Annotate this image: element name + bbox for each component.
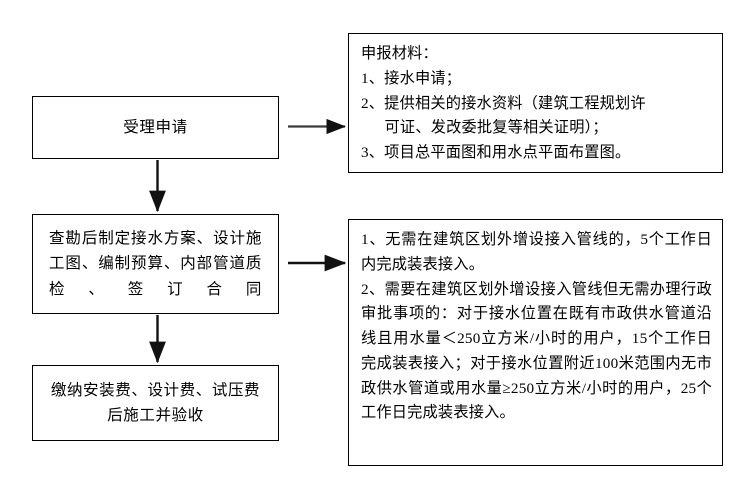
annotation-box-timelines[interactable]: 1、无需在建筑区划外增设接入管线的，5个工作日内完成装表接入。 2、需要在建筑区… xyxy=(348,219,723,466)
materials-item-3: 3、项目总平面图和用水点平面布置图。 xyxy=(361,144,631,162)
flowchart-node-payment-construction[interactable]: 缴纳安装费、设计费、试压费后施工并验收 xyxy=(32,365,279,441)
flowchart-node-plan-design[interactable]: 查勘后制定接水方案、设计施工图、编制预算、内部管道质检、签订合同 xyxy=(32,214,279,314)
node-label-payment-construction: 缴纳安装费、设计费、试压费后施工并验收 xyxy=(50,381,261,424)
annotation-box-materials[interactable]: 申报材料： 1、接水申请； 2、提供相关的接水资料（建筑工程规划许 可证、发改委… xyxy=(348,33,723,173)
materials-item-1: 1、接水申请； xyxy=(361,69,462,87)
timelines-item-2: 2、需要在建筑区划外增设接入管线但无需办理行政审批事项的：对于接水位置在既有市政… xyxy=(361,280,712,422)
materials-item-2-line-2: 可证、发改委批复等相关证明）； xyxy=(384,119,608,137)
node-label-plan-design: 查勘后制定接水方案、设计施工图、编制预算、内部管道质检、签订合同 xyxy=(49,230,262,298)
materials-heading: 申报材料： xyxy=(361,45,438,62)
materials-item-2-line-1: 2、提供相关的接水资料（建筑工程规划许 xyxy=(361,94,646,112)
node-label-accept-application: 受理申请 xyxy=(123,118,188,136)
flowchart-node-accept-application[interactable]: 受理申请 xyxy=(32,96,279,159)
timelines-item-1: 1、无需在建筑区划外增设接入管线的，5个工作日内完成装表接入。 xyxy=(361,231,712,273)
